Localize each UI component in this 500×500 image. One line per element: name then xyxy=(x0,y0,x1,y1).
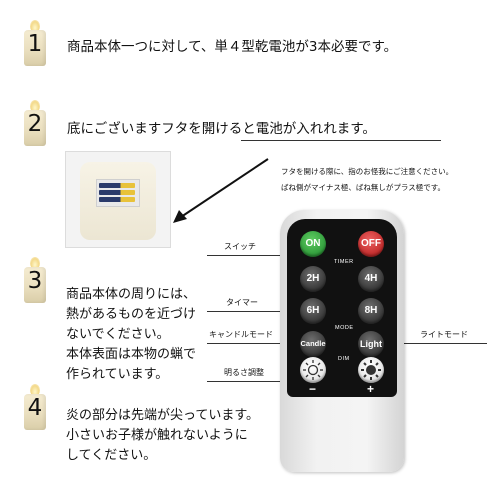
dim-down-button[interactable] xyxy=(300,357,326,383)
step-1-text: 商品本体一つに対して、単４型乾電池が3本必要です。 xyxy=(67,39,398,55)
step-3-line-4: 本体表面は本物の蝋で xyxy=(66,347,197,362)
timer-label: TIMER xyxy=(334,259,354,265)
dim-up-button[interactable] xyxy=(358,357,384,383)
dim-plus-sign: + xyxy=(367,382,375,396)
timer-8h-button[interactable]: 8H xyxy=(358,298,384,324)
step-number: 2 xyxy=(27,111,43,137)
timer-6h-button[interactable]: 6H xyxy=(300,298,326,324)
callout-line-timer xyxy=(207,311,285,312)
candle-icon: 3 xyxy=(24,257,46,303)
dim-label: DIM xyxy=(338,356,350,362)
candle-icon: 4 xyxy=(24,384,46,430)
candle-icon: 1 xyxy=(24,20,46,66)
callout-switch: スイッチ xyxy=(224,242,256,251)
callout-line-candle-mode xyxy=(207,343,285,344)
sun-outline-icon xyxy=(303,360,323,380)
timer-2h-button[interactable]: 2H xyxy=(300,266,326,292)
arrow-icon xyxy=(173,158,269,223)
step-number: 1 xyxy=(27,31,43,57)
step-3-line-5: 作られています。 xyxy=(66,367,169,382)
battery-note-2: ばね側がマイナス極、ばね無しがプラス極です。 xyxy=(281,183,445,192)
timer-4h-button[interactable]: 4H xyxy=(358,266,384,292)
step-4-line-1: 炎の部分は先端が尖っています。 xyxy=(66,408,260,423)
dim-minus-sign: − xyxy=(309,382,317,396)
callout-timer: タイマー xyxy=(226,298,258,307)
step-number: 4 xyxy=(27,395,43,421)
remote-keypad: ON OFF TIMER 2H 4H 6H 8H MODE Candle Lig… xyxy=(287,219,397,397)
battery-compartment-photo xyxy=(65,151,171,248)
step-4-line-2: 小さいお子様が触れないように xyxy=(66,428,248,443)
callout-line-switch xyxy=(207,255,285,256)
off-button[interactable]: OFF xyxy=(358,231,384,257)
underline xyxy=(241,140,441,141)
light-mode-button[interactable]: Light xyxy=(358,331,384,357)
step-3-line-1: 商品本体の周りには、 xyxy=(66,287,197,302)
callout-line-brightness xyxy=(207,381,285,382)
candle-mode-button[interactable]: Candle xyxy=(300,331,326,357)
step-4-line-3: してください。 xyxy=(66,448,157,463)
mode-label: MODE xyxy=(335,325,354,331)
remote-control: ON OFF TIMER 2H 4H 6H 8H MODE Candle Lig… xyxy=(280,210,404,472)
battery-note-1: フタを開ける際に、指のお怪我にご注意ください。 xyxy=(281,167,454,176)
callout-light-mode: ライトモード xyxy=(420,330,468,339)
step-3-line-3: ないでください。 xyxy=(66,327,170,342)
step-2-text: 底にございますフタを開けると電池が入れれます。 xyxy=(67,121,376,137)
callout-brightness: 明るさ調整 xyxy=(224,368,264,377)
on-button[interactable]: ON xyxy=(300,231,326,257)
callout-candle-mode: キャンドルモード xyxy=(209,330,273,339)
step-3-line-2: 熱があるものを近づけ xyxy=(66,307,197,322)
candle-icon: 2 xyxy=(24,100,46,146)
callout-line-light-mode xyxy=(399,343,487,344)
sun-filled-icon xyxy=(361,360,381,380)
step-number: 3 xyxy=(27,268,43,294)
